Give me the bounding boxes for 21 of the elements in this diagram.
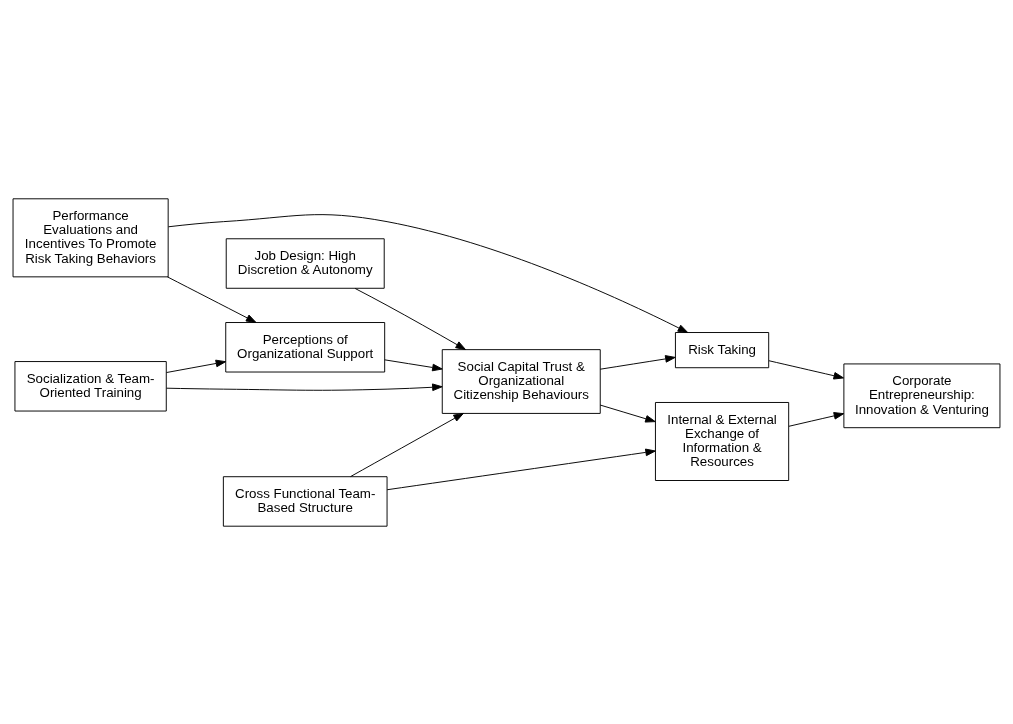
arrow: [167, 213, 689, 333]
node-box: Internal & External Exchange of Information & Resources: [654, 401, 790, 481]
node-box: Social Capital Trust & Organizational Citizenship Behaviours: [441, 348, 601, 414]
arrow: [386, 448, 656, 490]
arrow: [768, 359, 844, 379]
node-box: Cross Functional Team-Based Structure: [222, 475, 388, 527]
arrow: [350, 412, 464, 477]
arrow: [599, 354, 676, 370]
arrow: [166, 275, 257, 323]
arrow: [354, 287, 466, 350]
node-box: Job Design: High Discretion & Autonomy: [225, 237, 385, 289]
arrow: [166, 382, 443, 391]
arrow: [166, 359, 227, 373]
node-box: Socialization & Team-Oriented Training: [14, 360, 167, 411]
node-box: Corporate Entrepreneurship: Innovation & Venturing: [843, 362, 1001, 428]
node-box: Performance Evaluations and Incentives To Promote Risk Taking Behaviors: [12, 197, 169, 277]
arrow: [384, 358, 443, 371]
node-box: Risk Taking: [674, 331, 770, 368]
arrow: [599, 404, 656, 423]
node-box: Perceptions of Organizational Support: [225, 321, 386, 372]
arrow: [788, 411, 845, 427]
